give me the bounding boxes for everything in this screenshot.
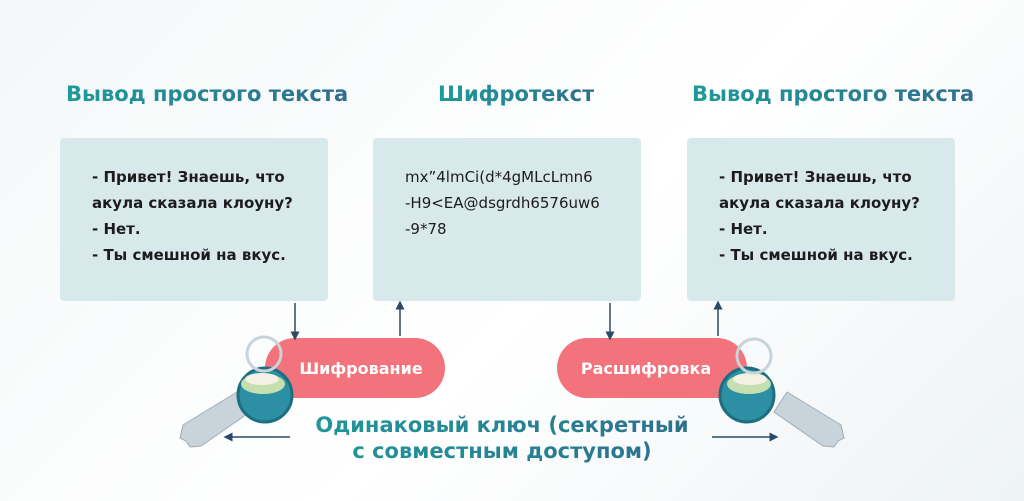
text-line: - Ты смешной на вкус. (92, 246, 286, 264)
plaintext-box-right: - Привет! Знаешь, что акула сказала клоу… (687, 138, 955, 301)
caption-line-2: с совместным доступом) (352, 439, 652, 463)
text-line: - Привет! Знаешь, что (92, 168, 285, 186)
key-icon (718, 337, 845, 448)
plaintext-output-title-left: Вывод простого текста (66, 82, 349, 106)
text-line: - Ты смешной на вкус. (719, 246, 913, 264)
key-icon (179, 335, 294, 448)
ciphertext-title: Шифротекст (438, 82, 595, 106)
encrypt-pill: Шифрование (265, 338, 445, 398)
cipher-line: -H9<EA@dsgrdh6576uw6 (405, 194, 600, 212)
plaintext-output-title-right: Вывод простого текста (692, 82, 975, 106)
plaintext-box-left: - Привет! Знаешь, что акула сказала клоу… (60, 138, 328, 301)
text-line: акула сказала клоуну? (719, 194, 920, 212)
text-line: акула сказала клоуну? (92, 194, 293, 212)
shared-key-caption: Одинаковый ключ (секретный с совместным … (292, 412, 712, 464)
ciphertext-box: mx”4lmCi(d*4gMLcLmn6 -H9<EA@dsgrdh6576uw… (373, 138, 641, 301)
text-line: - Нет. (92, 220, 141, 238)
text-line: - Привет! Знаешь, что (719, 168, 912, 186)
cipher-line: mx”4lmCi(d*4gMLcLmn6 (405, 168, 593, 186)
cipher-line: -9*78 (405, 220, 447, 238)
decrypt-pill: Расшифровка (557, 338, 747, 398)
text-line: - Нет. (719, 220, 768, 238)
caption-line-1: Одинаковый ключ (секретный (315, 413, 689, 437)
